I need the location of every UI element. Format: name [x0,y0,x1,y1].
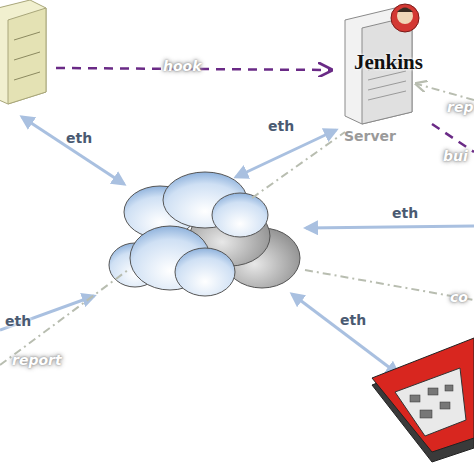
ethernet-arrows [0,117,474,374]
flow-label: bui [443,148,468,164]
link-label: eth [340,312,366,328]
flow-label: co [450,289,468,305]
report-lines [0,84,474,365]
link-label: eth [66,130,92,146]
hook-lines [56,68,474,364]
network-cloud [109,172,300,296]
flow-label: report [12,352,62,368]
link-label: eth [392,205,418,221]
link-label: eth [268,118,294,134]
server-node: JenkinsServer [340,10,460,150]
server-caption: Server [344,128,396,144]
repository-icon [0,0,46,104]
link-label: eth [5,313,31,329]
server-title: Jenkins [354,50,423,75]
flow-label: hook [163,58,202,74]
flow-label: rep [447,99,473,115]
board-icon [372,338,474,462]
